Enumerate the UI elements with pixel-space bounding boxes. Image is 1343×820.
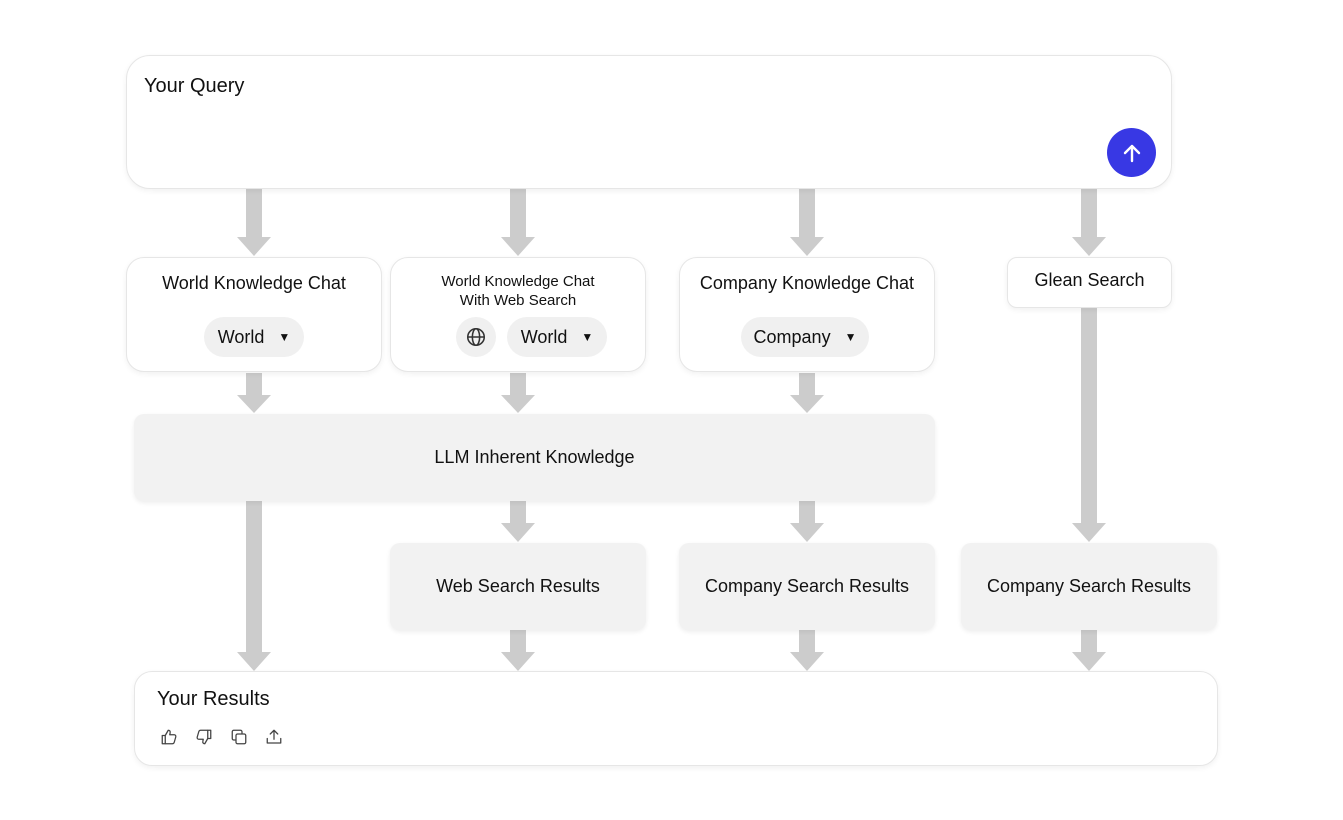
caret-down-icon: ▼	[581, 330, 594, 344]
arrow-up-icon	[1123, 144, 1140, 162]
arrow-llm-to-your-results	[237, 501, 271, 671]
web-search-chat-node: World Knowledge Chat With Web Search Wor…	[390, 257, 646, 372]
llm-inherent-knowledge-box: LLM Inherent Knowledge	[134, 414, 935, 501]
world-knowledge-chat-node: World Knowledge Chat World ▼	[126, 257, 382, 372]
company-knowledge-chat-node: Company Knowledge Chat Company ▼	[679, 257, 935, 372]
arrow-company-chat-to-llm	[790, 373, 824, 413]
arrow-company-results-to-your-results	[790, 630, 824, 671]
arrow-glean-to-company-results	[1072, 308, 1106, 542]
result-actions	[159, 727, 284, 747]
web-chat-title-line2: With Web Search	[459, 292, 577, 309]
query-box[interactable]: Your Query	[126, 55, 1172, 189]
company-chat-title: Company Knowledge Chat	[699, 273, 915, 293]
world-chat-selector-value: World	[217, 326, 265, 347]
company-chat-model-selector[interactable]: Company ▼	[741, 317, 869, 357]
caret-down-icon: ▼	[844, 330, 857, 344]
world-chat-model-selector[interactable]: World ▼	[204, 317, 304, 357]
thumbs-up-icon[interactable]	[159, 727, 179, 747]
arrow-world-chat-to-llm	[237, 373, 271, 413]
share-icon[interactable]	[264, 727, 284, 747]
caret-down-icon: ▼	[278, 330, 291, 344]
glean-company-search-results-box: Company Search Results	[961, 543, 1217, 630]
web-chat-title-line1: World Knowledge Chat	[441, 273, 595, 290]
arrow-query-to-web-chat	[501, 189, 535, 256]
arrow-web-results-to-your-results	[501, 630, 535, 671]
thumbs-down-icon[interactable]	[194, 727, 214, 747]
web-chat-selector-value: World	[520, 326, 568, 347]
arrow-glean-results-to-your-results	[1072, 630, 1106, 671]
glean-search-title: Glean Search	[1034, 270, 1145, 290]
web-search-results-label: Web Search Results	[436, 576, 600, 596]
company-search-results-label: Company Search Results	[704, 576, 910, 596]
company-chat-selector-value: Company	[753, 326, 831, 347]
llm-inherent-knowledge-label: LLM Inherent Knowledge	[434, 447, 635, 467]
web-chat-title: World Knowledge Chat With Web Search	[391, 272, 645, 310]
arrow-web-chat-to-llm	[501, 373, 535, 413]
web-chat-model-selector[interactable]: World ▼	[507, 317, 607, 357]
arrow-query-to-world-chat	[237, 189, 271, 256]
glean-company-search-results-label: Company Search Results	[986, 576, 1192, 596]
results-title: Your Results	[157, 688, 270, 710]
world-chat-title: World Knowledge Chat	[162, 273, 346, 293]
copy-icon[interactable]	[229, 727, 249, 747]
query-label: Your Query	[144, 75, 245, 97]
web-search-results-box: Web Search Results	[390, 543, 646, 630]
arrow-query-to-company-chat	[790, 189, 824, 256]
web-search-toggle[interactable]	[456, 317, 496, 357]
arrow-query-to-glean-search	[1072, 189, 1106, 256]
arrow-llm-to-company-results	[790, 501, 824, 542]
send-button[interactable]	[1107, 128, 1156, 177]
company-search-results-box: Company Search Results	[679, 543, 935, 630]
glean-search-node: Glean Search	[1007, 257, 1172, 308]
results-box: Your Results	[134, 671, 1218, 766]
arrow-llm-to-web-results	[501, 501, 535, 542]
globe-icon	[466, 327, 486, 347]
